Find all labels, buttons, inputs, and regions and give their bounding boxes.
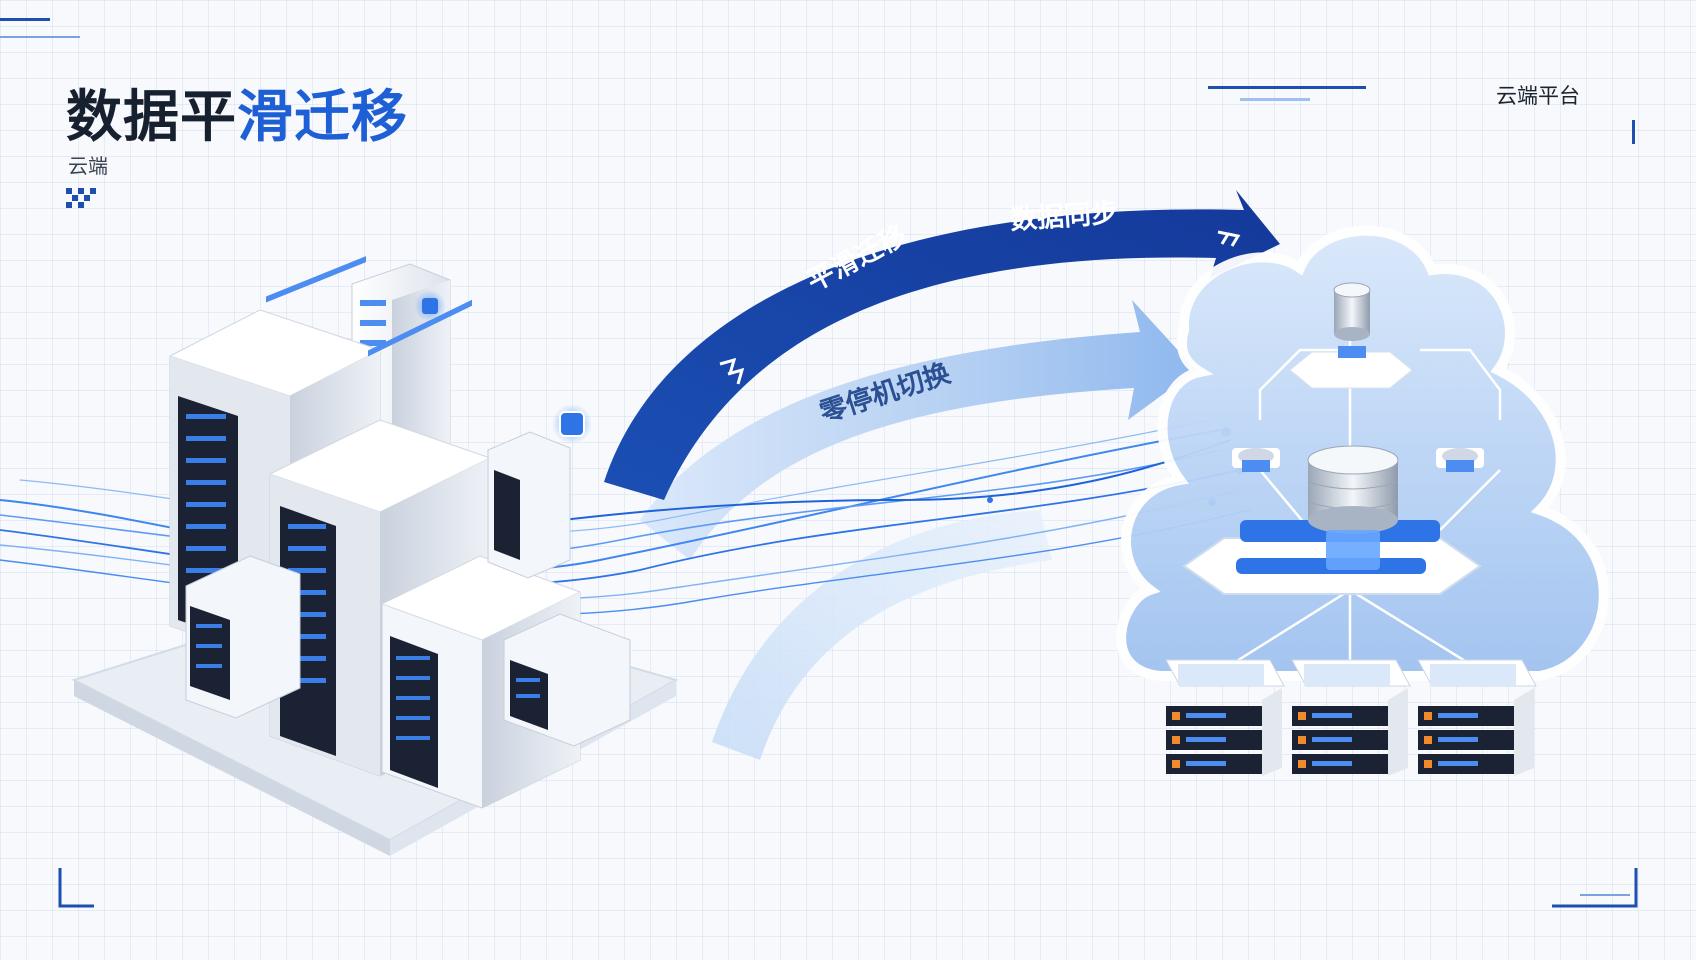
server-rack-icon xyxy=(1417,659,1537,776)
page-title-part2: 滑迁移 xyxy=(237,85,408,150)
page-subtitle: 云端 xyxy=(68,154,108,178)
cloud-server-racks xyxy=(1165,659,1537,776)
server-rack-icon xyxy=(1165,659,1285,776)
database-icon xyxy=(1333,282,1371,358)
database-icon xyxy=(1307,445,1399,570)
server-rack-icon xyxy=(1291,659,1411,776)
pixel-grid-icon xyxy=(66,188,100,212)
arrow-low xyxy=(712,510,1052,760)
top-right-label: 云端平台 xyxy=(1496,84,1580,108)
server-rack-icon xyxy=(503,613,631,747)
cloud-platform xyxy=(1116,225,1609,776)
arrow-label-data-sync: 数据同步 xyxy=(1009,197,1120,236)
on-premise-server-cluster xyxy=(71,256,679,856)
frame-decor xyxy=(0,18,1638,908)
database-icon xyxy=(1436,448,1484,472)
server-rack-icon xyxy=(487,431,571,579)
double-chevron-icon xyxy=(719,230,1241,385)
database-icon xyxy=(1232,448,1280,472)
server-rack-icon xyxy=(185,555,301,719)
page-title: 数据平滑迁移 xyxy=(66,72,408,153)
page-title-part1: 数据平 xyxy=(66,85,237,150)
arrow-top xyxy=(604,190,1280,500)
arrow-middle xyxy=(640,300,1196,560)
